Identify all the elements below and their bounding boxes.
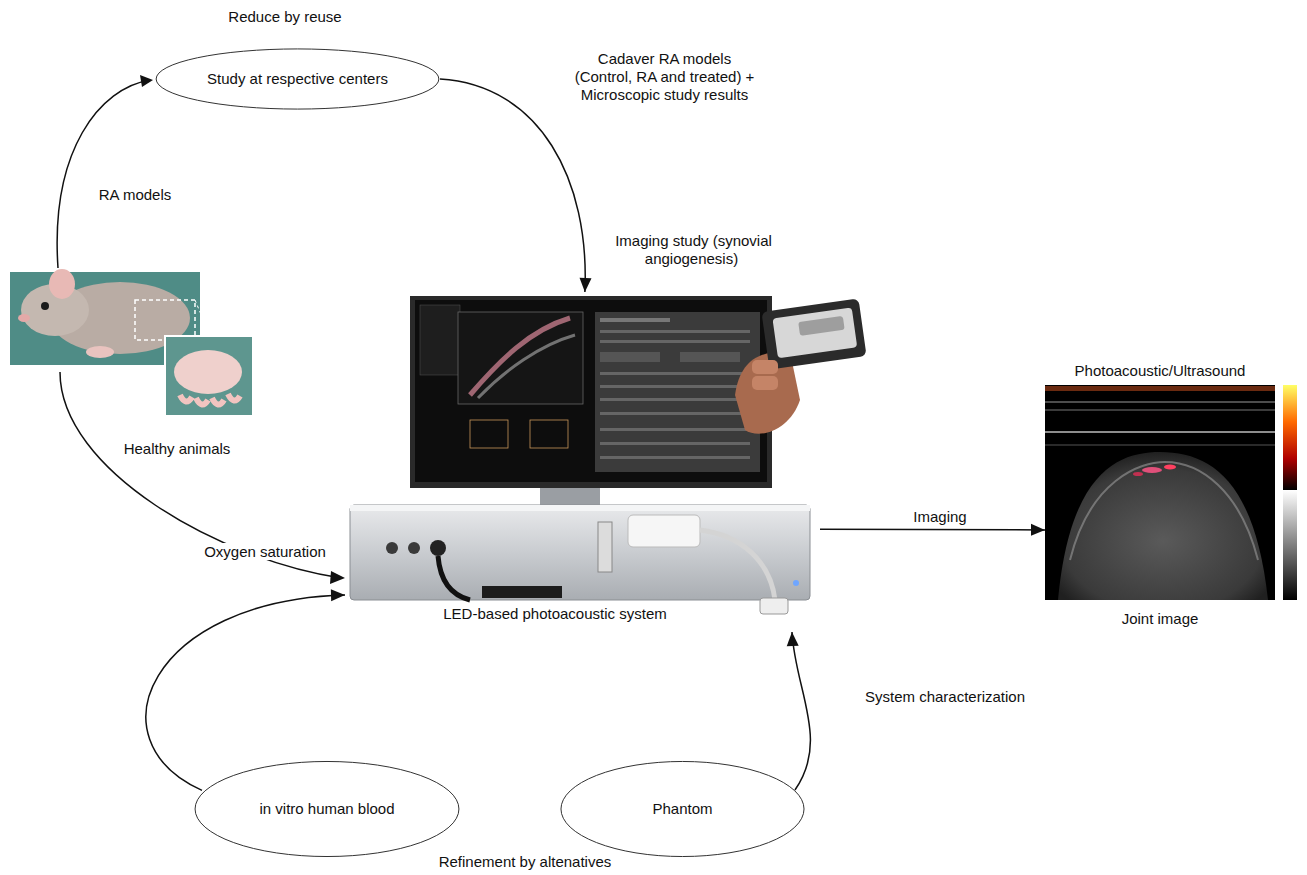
connector-line [792,632,810,790]
arrow-head [331,589,345,601]
photoacoustic-device [350,505,810,614]
image-panel: Photoacoustic/UltrasoundJoint image [1045,358,1300,630]
free-label: Reduce by reuse [205,8,365,26]
phantom-ellipse: Phantom [560,760,805,858]
edge-label-text: Oxygen saturation [202,543,328,560]
edge-label-text: Imaging [911,508,968,525]
probe-photo [735,298,867,433]
node-text: Phantom [652,800,712,818]
node-text: Joint image [1045,610,1275,628]
joint-image [1045,385,1297,600]
arrow-head [787,632,799,646]
edge-label: System characterization [845,688,1045,706]
node-text: Photoacoustic/Ultrasound [1045,362,1275,380]
edge-label: Imaging [895,508,985,526]
connector [787,632,811,790]
node-text: Study at respective centers [207,70,388,88]
connector [440,79,592,292]
connector-line [440,79,585,292]
free-label: RA models [95,186,175,204]
arrow-head [580,278,592,292]
free-label: Healthy animals [112,440,242,458]
edge-label-text: System characterization [863,688,1027,705]
study-ellipse: Study at respective centers [155,48,440,110]
connector [820,524,1045,536]
arrow-head [1031,524,1045,536]
system-group: LED-based photoacoustic system [345,292,820,632]
edge-label-text: Imaging study (synovial angiogenesis) [613,232,772,267]
node-text: in vitro human blood [259,800,394,818]
ellipse-line [561,761,804,856]
ellipse-line [195,761,459,856]
connector-line [820,529,1045,531]
connector-line [146,595,345,790]
flow-arrows [57,75,345,584]
edge-label: Oxygen saturation [195,543,335,561]
free-label: Cadaver RA models (Control, RA and treat… [572,50,757,104]
ellipse-line [156,49,439,109]
free-label: Refinement by altenatives [400,853,650,871]
blood-ellipse: in vitro human blood [194,760,460,858]
monitor [410,296,772,508]
node-text: LED-based photoacoustic system [405,605,705,623]
connector [146,589,345,790]
edge-label: Imaging study (synovial angiogenesis) [600,232,785,268]
rat-photo [10,269,253,416]
